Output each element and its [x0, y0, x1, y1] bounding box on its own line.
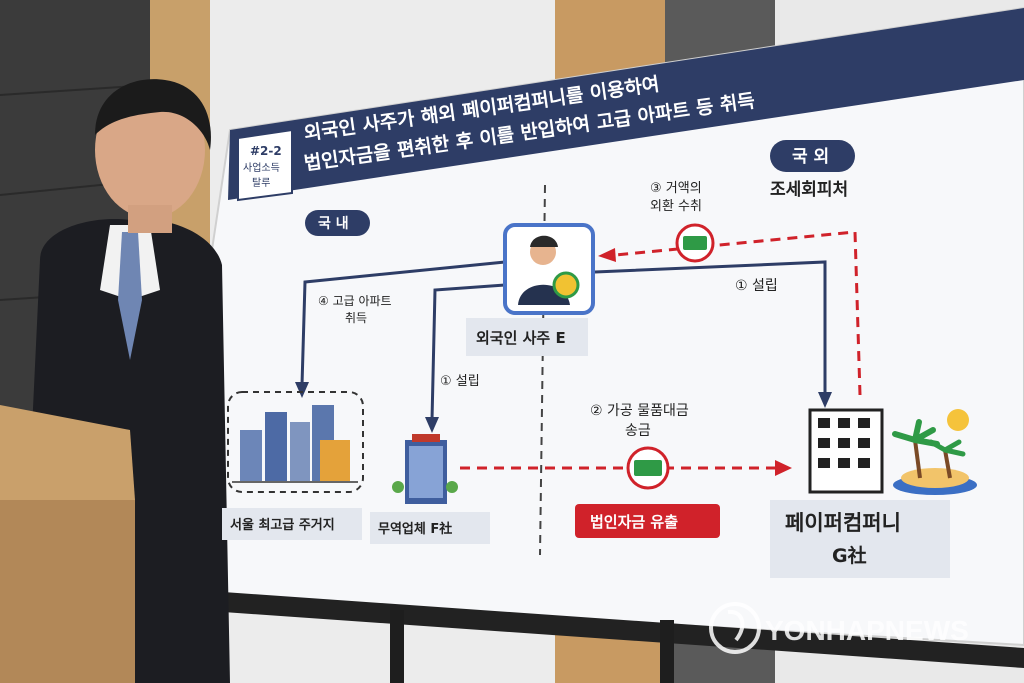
- podium: [0, 405, 135, 683]
- board-tag-sub2: 탈루: [252, 176, 270, 189]
- tax-haven-label: 조세회피처: [770, 180, 848, 200]
- region-overseas-label: 국 외: [792, 147, 829, 167]
- yonhap-logo-icon: [709, 602, 761, 654]
- outflow-badge: 법인자금 유출: [590, 513, 678, 531]
- owner-label: 외국인 사주 E: [476, 329, 566, 347]
- paper-company-label-line2: G社: [832, 544, 867, 567]
- residence-label: 서울 최고급 주거지: [230, 517, 335, 533]
- money-icon: [675, 223, 715, 263]
- palm-island-icon: [892, 409, 977, 495]
- money-icon: [626, 446, 670, 490]
- trade-company-label: 무역업체 F社: [378, 521, 452, 537]
- board-tag-sub1: 사업소득: [243, 161, 280, 174]
- step2-label-line1: ② 가공 물품대금: [590, 403, 689, 419]
- step4-label-line1: ④ 고급 아파트: [318, 294, 392, 308]
- step3-label-line2: 외환 수취: [650, 199, 702, 214]
- trade-company-building-icon: [392, 434, 458, 504]
- paper-company-label-line1: 페이퍼컴퍼니: [785, 511, 901, 535]
- step4-label-line2: 취득: [345, 311, 367, 325]
- diagram-connectors: [295, 184, 862, 556]
- step1-paper-label: ① 설립: [735, 278, 778, 294]
- paper-company-building-icon: [808, 408, 884, 494]
- step1-trade-label: ① 설립: [440, 374, 480, 389]
- owner-avatar-icon: [503, 223, 595, 315]
- region-domestic-label: 국 내: [318, 216, 349, 232]
- easel: [195, 590, 1024, 683]
- board-tag: #2-2: [250, 144, 282, 158]
- step2-label-line2: 송금: [625, 423, 651, 439]
- watermark-text: YONHAPNEWS: [765, 615, 969, 646]
- residence-buildings-icon: [227, 391, 364, 493]
- step3-label-line1: ③ 거액의: [650, 181, 702, 196]
